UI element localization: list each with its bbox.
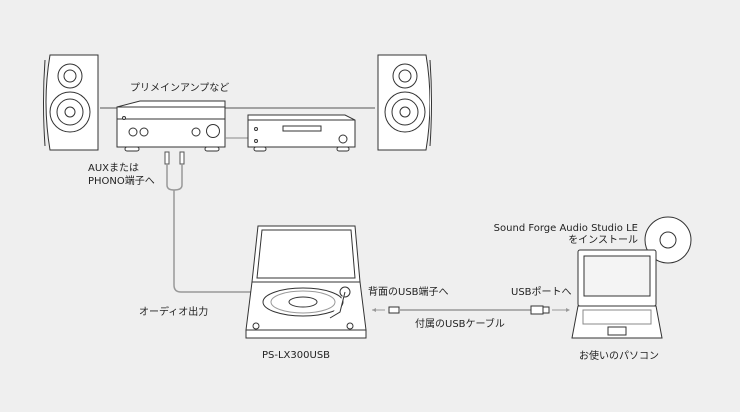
software-disc <box>644 216 692 264</box>
software-label-line2: をインストール <box>568 235 638 246</box>
right-speaker <box>377 54 432 151</box>
amplifier-label: プリメインアンプなど <box>130 83 230 94</box>
usb-cable-label: 付属のUSBケーブル <box>415 319 505 330</box>
audio-cable <box>164 151 258 293</box>
usb-port-label: USBポートへ <box>511 287 572 298</box>
laptop <box>571 249 663 339</box>
cd-player <box>247 114 356 152</box>
usb-cable <box>372 305 570 315</box>
model-label: PS-LX300USB <box>262 350 331 361</box>
amplifier <box>116 100 226 152</box>
pc-label: お使いのパソコン <box>579 351 659 362</box>
aux-label-line2: PHONO端子へ <box>88 176 155 187</box>
left-speaker <box>43 54 99 151</box>
turntable <box>245 225 367 339</box>
rear-usb-label: 背面のUSB端子へ <box>368 287 449 298</box>
audio-out-label: オーディオ出力 <box>139 307 209 318</box>
aux-label-line1: AUXまたは <box>88 163 140 174</box>
software-label-line1: Sound Forge Audio Studio LE <box>493 223 638 234</box>
